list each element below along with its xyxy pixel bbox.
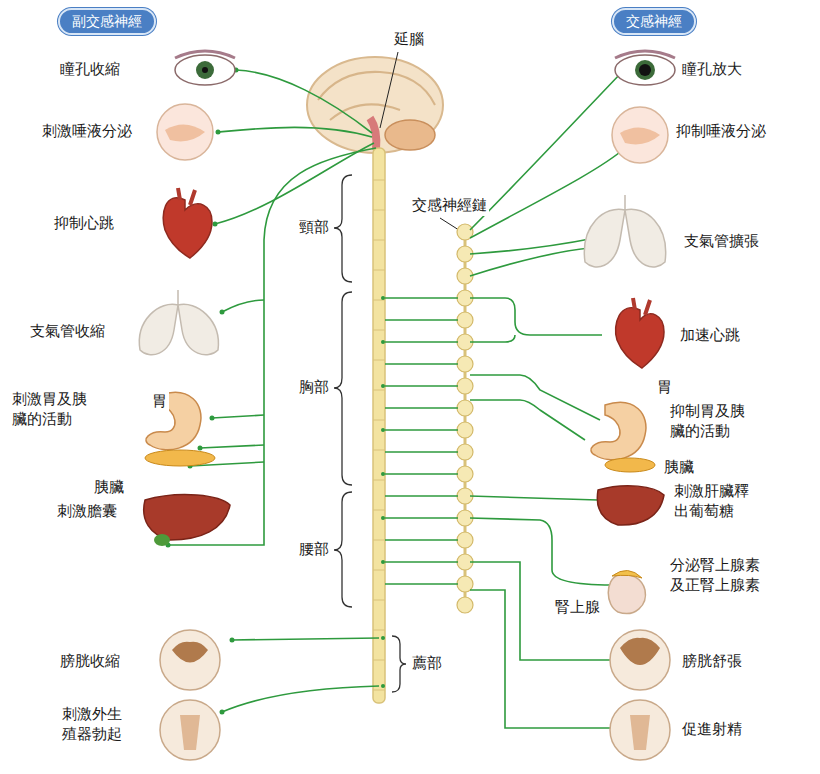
organs-left (139, 51, 235, 760)
organ-label: 延腦 (392, 30, 426, 50)
organ-label: 胰臟 (92, 478, 126, 498)
organ-label: 胰臟 (662, 458, 696, 478)
organ-label: 抑制心跳 (52, 214, 116, 234)
organ-label: 加速心跳 (678, 326, 742, 346)
organ-label: 抑制唾液分泌 (674, 122, 768, 142)
header-pill: 交感神經 (612, 8, 696, 35)
organ-label: 腰部 (297, 540, 331, 560)
organ-label: 胸部 (297, 378, 331, 398)
organ-label: 胃 (150, 392, 169, 412)
organ-label: 刺激外生殖器勃起 (60, 705, 130, 744)
organ-label: 刺激胃及胰臟的活動 (10, 390, 98, 429)
pill-text: 副交感神經 (72, 13, 142, 29)
organ-label: 腎上腺 (553, 598, 602, 618)
organs-right (584, 51, 675, 760)
organ-label: 瞳孔放大 (680, 60, 744, 80)
organ-label: 刺激唾液分泌 (40, 122, 134, 142)
organ-label: 分泌腎上腺素及正腎上腺素 (668, 556, 772, 595)
organ-label: 支氣管擴張 (682, 232, 761, 252)
brain (307, 57, 443, 153)
organ-label: 頸部 (297, 218, 331, 238)
organ-label: 胃 (655, 378, 674, 398)
organ-label: 抑制胃及胰臟的活動 (668, 402, 756, 441)
organ-label: 促進射精 (680, 720, 744, 740)
header-pill: 副交感神經 (58, 8, 156, 35)
organ-label: 瞳孔收縮 (58, 60, 122, 80)
organ-label: 薦部 (410, 654, 444, 674)
organ-label: 交感神經鏈 (410, 196, 489, 216)
pill-text: 交感神經 (626, 13, 682, 29)
organ-label: 刺激膽囊 (55, 502, 119, 522)
organ-label: 膀胱舒張 (680, 652, 744, 672)
organ-label: 支氣管收縮 (28, 322, 107, 342)
organ-label: 膀胱收縮 (58, 652, 122, 672)
organ-label: 刺激肝臟釋出葡萄糖 (672, 482, 760, 521)
